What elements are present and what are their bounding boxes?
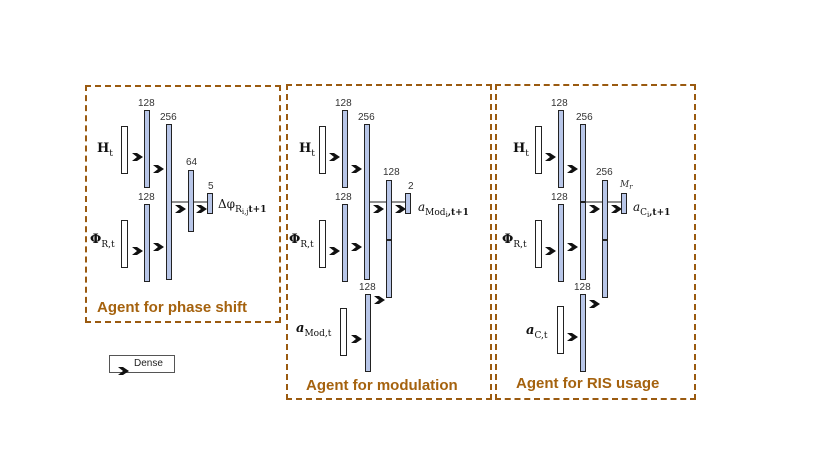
panel-modulation-frame bbox=[286, 84, 492, 400]
input-phi-box bbox=[535, 220, 542, 268]
dense-chevron-icon bbox=[175, 198, 187, 213]
input-h-box bbox=[535, 126, 542, 174]
layer-size-label: 256 bbox=[358, 112, 375, 123]
dense-chevron-icon bbox=[589, 293, 601, 308]
output-phase-shift-label: ΔφRi,jt+1 bbox=[218, 197, 267, 216]
layer-size-label: 256 bbox=[596, 167, 613, 178]
dense-chevron-icon bbox=[611, 198, 623, 213]
input-a-label: aC,t bbox=[526, 323, 548, 341]
input-phi-label: ΦR,t bbox=[289, 232, 314, 250]
dense-chevron-icon bbox=[545, 240, 557, 255]
output-modulation-label: aModi,t+1 bbox=[418, 200, 469, 219]
dense-chevron-icon bbox=[329, 146, 341, 161]
dense-chevron-icon bbox=[196, 198, 208, 213]
dense-layer bbox=[144, 110, 150, 188]
layer-size-label: 256 bbox=[160, 112, 177, 123]
layer-size-label: 128 bbox=[551, 192, 568, 203]
dense-chevron-icon bbox=[118, 360, 130, 375]
panel-ris-usage-title: Agent for RIS usage bbox=[516, 375, 660, 392]
dense-layer bbox=[166, 124, 172, 280]
panel-phase-shift-frame bbox=[85, 85, 281, 323]
panel-modulation-title: Agent for modulation bbox=[306, 377, 458, 394]
input-h-label: Ht bbox=[299, 141, 315, 159]
input-phi-box bbox=[121, 220, 128, 268]
dense-layer bbox=[342, 204, 348, 282]
input-phi-label: ΦR,t bbox=[90, 232, 115, 250]
output-size-label: Mr bbox=[620, 180, 633, 191]
legend: Dense bbox=[109, 355, 175, 375]
input-a-label: aMod,t bbox=[296, 321, 332, 339]
layer-size-label: 256 bbox=[576, 112, 593, 123]
dense-chevron-icon bbox=[373, 198, 385, 213]
layer-size-label: 128 bbox=[138, 192, 155, 203]
layer-size-label: 128 bbox=[359, 282, 376, 293]
dense-chevron-icon bbox=[395, 198, 407, 213]
dense-layer bbox=[365, 294, 371, 372]
layer-size-label: 128 bbox=[551, 98, 568, 109]
panel-ris-usage-frame bbox=[495, 84, 696, 400]
layer-size-label: 5 bbox=[208, 181, 214, 192]
dense-chevron-icon bbox=[132, 146, 144, 161]
dense-layer bbox=[580, 294, 586, 372]
dense-layer bbox=[342, 110, 348, 188]
output-ris-usage-label: aCi,t+1 bbox=[633, 200, 671, 219]
layer-size-label: 128 bbox=[574, 282, 591, 293]
input-a-box bbox=[557, 306, 564, 354]
layer-size-label: 64 bbox=[186, 157, 198, 168]
dense-layer bbox=[188, 170, 194, 232]
dense-chevron-icon bbox=[329, 240, 341, 255]
dense-chevron-icon bbox=[351, 328, 363, 343]
layer-size-label: 128 bbox=[335, 192, 352, 203]
input-h-label: Ht bbox=[97, 141, 113, 159]
legend-dense-label: Dense bbox=[134, 358, 163, 369]
dense-layer bbox=[558, 204, 564, 282]
dense-chevron-icon bbox=[545, 146, 557, 161]
layer-size-label: 128 bbox=[383, 167, 400, 178]
output-layer bbox=[405, 193, 411, 214]
dense-chevron-icon bbox=[351, 236, 363, 251]
input-a-box bbox=[340, 308, 347, 356]
layer-size-label: 2 bbox=[408, 181, 414, 192]
dense-chevron-icon bbox=[374, 289, 386, 304]
layer-size-label: 128 bbox=[335, 98, 352, 109]
layer-size-label: 128 bbox=[138, 98, 155, 109]
input-phi-box bbox=[319, 220, 326, 268]
input-phi-label: ΦR,t bbox=[502, 232, 527, 250]
input-h-box bbox=[121, 126, 128, 174]
input-h-label: Ht bbox=[513, 141, 529, 159]
dense-chevron-icon bbox=[153, 158, 165, 173]
dense-chevron-icon bbox=[567, 236, 579, 251]
output-layer bbox=[207, 193, 213, 214]
dense-layer bbox=[558, 110, 564, 188]
dense-chevron-icon bbox=[153, 236, 165, 251]
output-layer bbox=[621, 193, 627, 214]
dense-chevron-icon bbox=[567, 158, 579, 173]
dense-layer bbox=[144, 204, 150, 282]
dense-layer bbox=[364, 124, 370, 280]
dense-chevron-icon bbox=[351, 158, 363, 173]
dense-chevron-icon bbox=[132, 240, 144, 255]
dense-chevron-icon bbox=[567, 326, 579, 341]
panel-phase-shift-title: Agent for phase shift bbox=[97, 299, 248, 316]
input-h-box bbox=[319, 126, 326, 174]
dense-chevron-icon bbox=[589, 198, 601, 213]
